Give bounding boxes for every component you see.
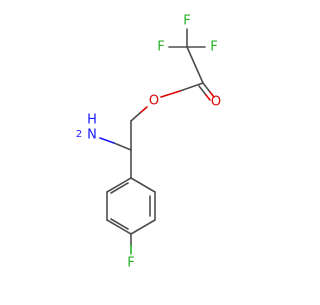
atom-o-carbonyl: O bbox=[211, 95, 221, 110]
atom-n: N bbox=[87, 128, 97, 143]
molecule-diagram: F F F O O N H 2 F bbox=[76, 14, 221, 271]
bond-ester-o-ch2-red bbox=[139, 106, 148, 114]
ring-bond-3 bbox=[130, 219, 156, 235]
atom-f-right: F bbox=[210, 40, 217, 55]
ring-double-2 bbox=[110, 218, 129, 230]
bond-carbonyl-double-2-o bbox=[205, 94, 211, 101]
ring-bond-1 bbox=[130, 177, 156, 193]
atom-f-top: F bbox=[183, 14, 190, 29]
atom-o-ester: O bbox=[149, 94, 159, 109]
structure-canvas: F F F O O N H 2 F bbox=[76, 14, 221, 271]
bond-ch-n-blue bbox=[99, 137, 115, 144]
bond-carbonyl-double-1 bbox=[202, 82, 211, 93]
bond-carbonyl-double-2 bbox=[198, 85, 207, 96]
ring-bond-6 bbox=[106, 177, 132, 193]
ring-double-3 bbox=[110, 182, 129, 194]
bond-ch-n bbox=[113, 142, 132, 151]
bond-cf3-carbonyl bbox=[186, 46, 204, 84]
atom-h-count: 2 bbox=[76, 129, 82, 140]
bond-carbonyl-ester-o-red bbox=[160, 90, 181, 98]
atom-h: H bbox=[87, 113, 97, 128]
bond-carbonyl-ester-o bbox=[179, 82, 204, 92]
bond-ester-o-ch2 bbox=[130, 112, 141, 122]
atom-f-left: F bbox=[157, 40, 164, 55]
bond-carbonyl-double-1-o bbox=[209, 91, 215, 98]
atom-f-aryl: F bbox=[127, 256, 134, 271]
ring-bond-4 bbox=[106, 219, 132, 235]
